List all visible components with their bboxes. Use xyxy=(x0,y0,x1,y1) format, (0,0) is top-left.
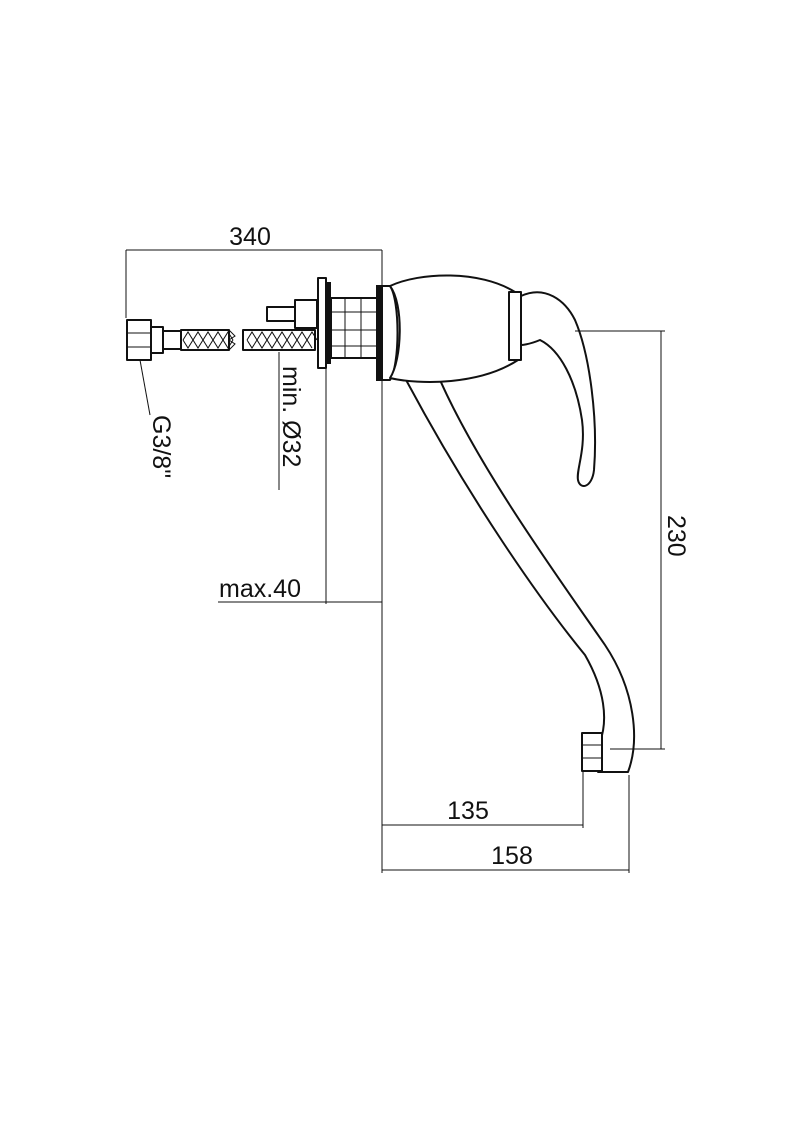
label-deck-thickness: max.40 xyxy=(219,575,301,603)
cartridge-ring xyxy=(508,291,522,361)
dimension-max40: max.40 xyxy=(218,368,383,830)
label-135: 135 xyxy=(447,797,489,825)
deck-plate xyxy=(327,282,331,364)
washer xyxy=(317,277,327,369)
label-230: 230 xyxy=(662,515,690,557)
label-hole-diameter: min. Ø32 xyxy=(277,366,305,467)
aerator xyxy=(581,732,603,772)
label-thread: G3/8" xyxy=(147,415,175,478)
thread-callout: G3/8" xyxy=(139,359,175,478)
dimension-135: 135 xyxy=(382,772,584,828)
faucet-body xyxy=(381,274,636,773)
hose-ferrule xyxy=(150,326,164,354)
hole-diameter-callout: min. Ø32 xyxy=(277,352,305,490)
label-158: 158 xyxy=(491,842,533,870)
shank-fitting xyxy=(330,297,378,359)
spout xyxy=(404,377,636,773)
thread-leader xyxy=(139,359,151,416)
main-body xyxy=(389,274,519,383)
dimension-230: 230 xyxy=(575,330,690,750)
hose-nut xyxy=(126,319,152,361)
flex-hose xyxy=(126,299,318,361)
base-gasket xyxy=(376,285,382,381)
dimension-340: 340 xyxy=(125,223,383,318)
hose-braid-right xyxy=(242,329,316,351)
dimension-158: 158 xyxy=(381,775,630,873)
label-340: 340 xyxy=(229,223,271,251)
mounting-assembly xyxy=(317,277,382,381)
lever-handle xyxy=(520,291,597,487)
